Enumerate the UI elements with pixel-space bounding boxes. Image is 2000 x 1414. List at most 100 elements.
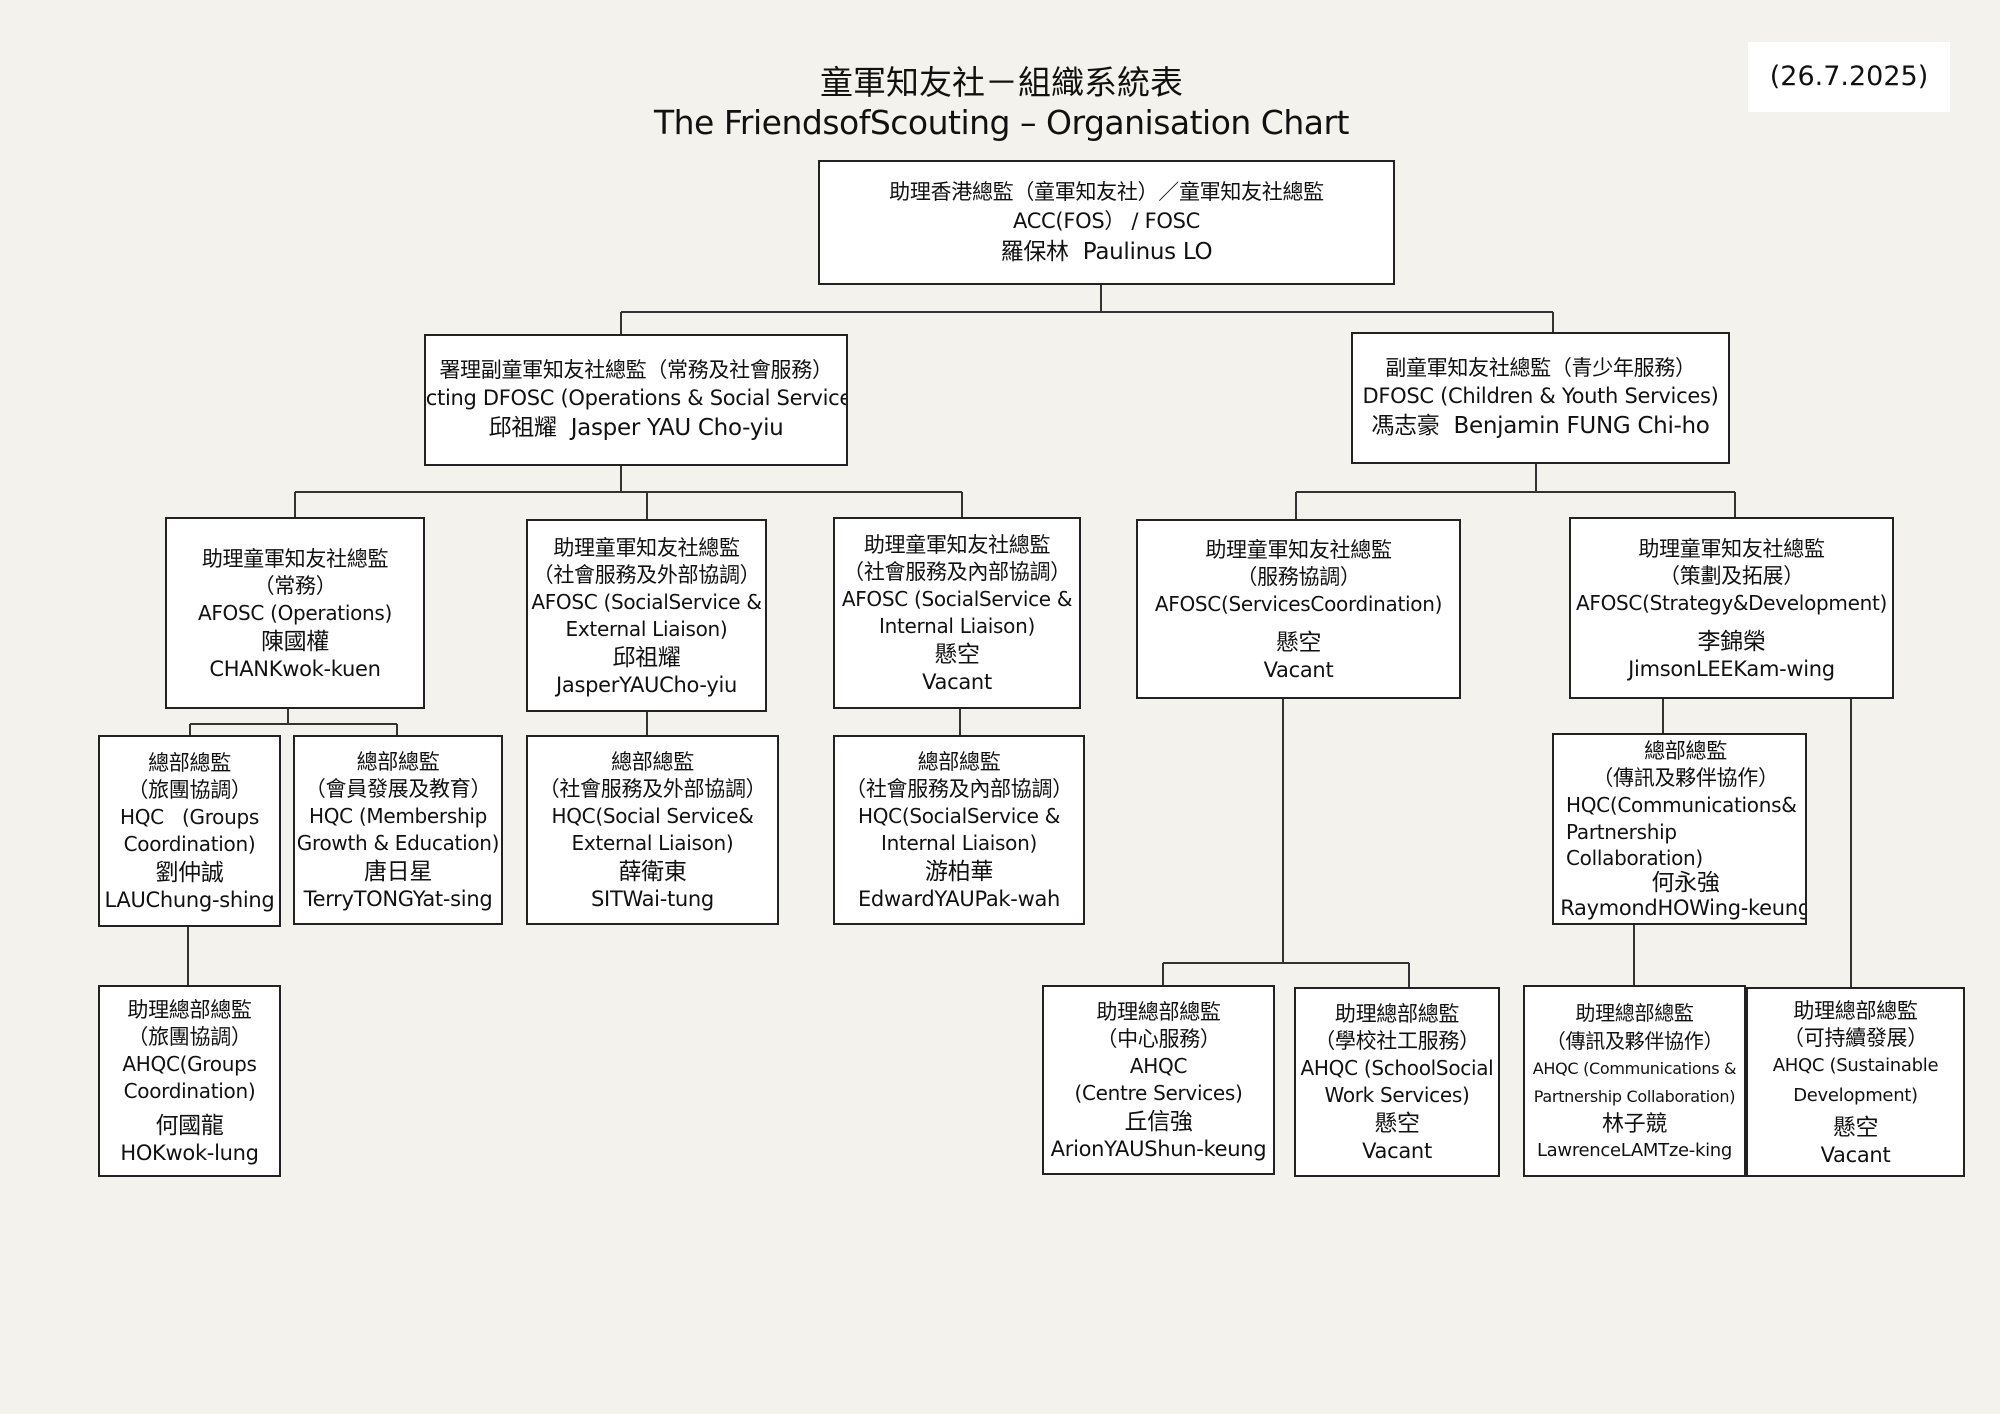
afosc-strategy-name-zh: 李錦榮 xyxy=(1697,628,1766,655)
hqc-groups-title-en2: Coordination) xyxy=(123,832,256,856)
hqc-membership-name-zh: 唐日星 xyxy=(363,859,433,885)
ahqc-groups-coordination-box: 助理總部總監 （旅團協調） AHQC(Groups Coordination) … xyxy=(98,985,281,1177)
ahqc-communications-box: 助理總部總監 （傳訊及夥伴協作） AHQC (Communications & … xyxy=(1523,985,1746,1177)
hqc-groups-coordination-box: 總部總監 （旅團協調） HQC (Groups Coordination) 劉仲… xyxy=(98,735,281,927)
chart-date: (26.7.2025) xyxy=(1748,42,1950,112)
ahqc-communications-name-zh: 林子競 xyxy=(1601,1112,1668,1137)
hqc-communications-box: 總部總監 （傳訊及夥伴協作） HQC(Communications& Partn… xyxy=(1552,733,1807,925)
hqc-external-name-en: SITWai-tung xyxy=(591,887,714,911)
ahqc-school-social-work-box: 助理總部總監 （學校社工服務） AHQC (SchoolSocial Work … xyxy=(1294,987,1500,1177)
hqc-groups-name-en: LAUChung-shing xyxy=(104,888,275,912)
hqc-internal-liaison-box: 總部總監 （社會服務及內部協調） HQC(SocialService & Int… xyxy=(833,735,1085,925)
hqc-communications-title-en3: Collaboration) xyxy=(1566,846,1703,870)
ahqc-communications-title-en: AHQC (Communications & xyxy=(1532,1059,1737,1078)
hqc-groups-name-zh: 劉仲誠 xyxy=(155,860,224,886)
hqc-groups-title-en: HQC (Groups xyxy=(119,805,260,829)
ahqc-sustainable-title-zh2: （可持續發展） xyxy=(1783,1025,1928,1050)
dfosc-operations-name-zh: 邱祖耀 xyxy=(488,415,557,441)
ahqc-sustainable-development-box: 助理總部總監 （可持續發展） AHQC (Sustainable Develop… xyxy=(1746,987,1965,1177)
hqc-internal-name-zh: 游柏華 xyxy=(924,859,994,885)
ahqc-sustainable-name-en: Vacant xyxy=(1820,1142,1891,1167)
hqc-membership-title-zh2: （會員發展及教育） xyxy=(304,777,492,801)
ahqc-school-name-en: Vacant xyxy=(1362,1139,1432,1163)
ahqc-school-title-zh: 助理總部總監 xyxy=(1334,1002,1460,1026)
dfosc-youth-name-en: Benjamin FUNG Chi-ho xyxy=(1453,413,1710,439)
dfosc-operations-box: 署理副童軍知友社總監（常務及社會服務） Acting DFOSC (Operat… xyxy=(424,334,848,466)
hqc-external-title-zh2: （社會服務及外部協調） xyxy=(538,777,767,801)
ahqc-centre-title-zh: 助理總部總監 xyxy=(1096,1000,1221,1024)
fosc-title-en: ACC(FOS） / FOSC xyxy=(1013,208,1200,233)
afosc-external-title-en: AFOSC (SocialService & xyxy=(531,589,762,614)
afosc-services-name-zh: 懸空 xyxy=(1275,629,1322,656)
hqc-internal-name-en: EdwardYAUPak-wah xyxy=(857,887,1061,911)
hqc-external-title-en: HQC(Social Service& xyxy=(551,804,754,828)
dfosc-operations-title-en: Acting DFOSC (Operations & Social Servic… xyxy=(424,386,848,410)
afosc-services-title-zh: 助理童軍知友社總監 xyxy=(1205,537,1392,562)
afosc-internal-title-en: AFOSC (SocialService & xyxy=(841,587,1073,611)
ahqc-sustainable-name-zh: 懸空 xyxy=(1832,1114,1879,1141)
afosc-operations-title-zh2: （常務） xyxy=(253,573,337,598)
ahqc-school-title-en: AHQC (SchoolSocial xyxy=(1300,1056,1494,1080)
dfosc-youth-box: 副童軍知友社總監（青少年服務） DFOSC (Children & Youth … xyxy=(1351,332,1730,464)
hqc-membership-title-en2: Growth & Education) xyxy=(296,831,500,855)
ahqc-groups-title-en: AHQC(Groups xyxy=(122,1052,257,1076)
chart-title-english: The FriendsofScouting – Organisation Cha… xyxy=(653,103,1350,142)
ahqc-groups-title-zh2: （旅團協調） xyxy=(127,1025,252,1049)
afosc-strategy-title-zh2: （策劃及拓展） xyxy=(1659,563,1804,588)
ahqc-communications-title-zh: 助理總部總監 xyxy=(1575,1001,1694,1025)
afosc-services-coordination-box: 助理童軍知友社總監 （服務協調） AFOSC(ServicesCoordinat… xyxy=(1136,519,1461,699)
ahqc-school-title-zh2: （學校社工服務） xyxy=(1314,1029,1480,1053)
afosc-strategy-name-en: JimsonLEEKam-wing xyxy=(1628,656,1835,681)
afosc-external-title-en2: External Liaison) xyxy=(565,616,728,641)
ahqc-centre-title-zh2: （中心服務） xyxy=(1096,1027,1221,1051)
afosc-services-name-en: Vacant xyxy=(1263,657,1334,682)
afosc-services-title-zh2: （服務協調） xyxy=(1236,564,1361,589)
afosc-operations-title-en: AFOSC (Operations) xyxy=(197,600,393,625)
hqc-external-liaison-box: 總部總監 （社會服務及外部協調） HQC(Social Service& Ext… xyxy=(526,735,779,925)
hqc-communications-title-zh2: （傳訊及夥伴協作） xyxy=(1592,766,1779,790)
hqc-internal-title-en: HQC(SocialService & xyxy=(857,804,1060,828)
ahqc-communications-name-en: LawrenceLAMTze-king xyxy=(1536,1140,1733,1161)
ahqc-groups-title-en2: Coordination) xyxy=(123,1079,256,1103)
afosc-operations-title-zh: 助理童軍知友社總監 xyxy=(201,546,389,571)
hqc-membership-name-en: TerryTONGYat-sing xyxy=(303,887,493,911)
afosc-internal-name-zh: 懸空 xyxy=(934,642,980,668)
dfosc-youth-name-zh: 馮志豪 xyxy=(1371,413,1440,439)
fosc-box: 助理香港總監（童軍知友社）／童軍知友社總監 ACC(FOS） / FOSC 羅保… xyxy=(818,160,1395,285)
dfosc-operations-name-en: Jasper YAU Cho-yiu xyxy=(570,415,784,441)
dfosc-operations-title-zh: 署理副童軍知友社總監（常務及社會服務） xyxy=(439,358,833,382)
ahqc-school-title-en2: Work Services) xyxy=(1324,1083,1470,1107)
afosc-internal-liaison-box: 助理童軍知友社總監 （社會服務及內部協調） AFOSC (SocialServi… xyxy=(833,517,1081,709)
afosc-operations-name-zh: 陳國權 xyxy=(260,628,330,655)
afosc-internal-title-zh: 助理童軍知友社總監 xyxy=(863,533,1051,557)
ahqc-sustainable-title-en: AHQC (Sustainable xyxy=(1772,1054,1939,1076)
hqc-internal-title-zh: 總部總監 xyxy=(917,750,1001,774)
hqc-external-title-zh: 總部總監 xyxy=(611,750,694,774)
ahqc-centre-name-en: ArionYAUShun-keung xyxy=(1050,1137,1267,1161)
ahqc-school-name-zh: 懸空 xyxy=(1374,1111,1420,1137)
chart-title-chinese: 童軍知友社－組織系統表 xyxy=(820,63,1183,102)
afosc-strategy-development-box: 助理童軍知友社總監 （策劃及拓展） AFOSC(Strategy&Develop… xyxy=(1569,517,1894,699)
afosc-operations-box: 助理童軍知友社總監 （常務） AFOSC (Operations) 陳國權 CH… xyxy=(165,517,425,709)
afosc-internal-title-zh2: （社會服務及內部協調） xyxy=(843,560,1071,584)
afosc-external-liaison-box: 助理童軍知友社總監 （社會服務及外部協調） AFOSC (SocialServi… xyxy=(526,519,767,712)
afosc-services-title-en: AFOSC(ServicesCoordination) xyxy=(1154,591,1443,616)
ahqc-centre-title-en: AHQC xyxy=(1129,1054,1188,1078)
hqc-communications-title-en2: Partnership xyxy=(1566,820,1677,844)
afosc-strategy-title-en: AFOSC(Strategy&Development) xyxy=(1575,590,1888,615)
hqc-membership-box: 總部總監 （會員發展及教育） HQC (Membership Growth & … xyxy=(293,735,503,925)
afosc-external-title-zh: 助理童軍知友社總監 xyxy=(553,535,740,560)
hqc-communications-name-en: RaymondHOWing-keung xyxy=(1560,896,1807,920)
afosc-operations-name-en: CHANKwok-kuen xyxy=(209,656,381,681)
afosc-strategy-title-zh: 助理童軍知友社總監 xyxy=(1638,536,1825,561)
ahqc-centre-services-box: 助理總部總監 （中心服務） AHQC (Centre Services) 丘信強… xyxy=(1042,985,1275,1175)
ahqc-groups-name-en: HOKwok-lung xyxy=(120,1141,259,1165)
ahqc-sustainable-title-zh: 助理總部總監 xyxy=(1793,998,1918,1023)
hqc-communications-title-en: HQC(Communications& xyxy=(1566,793,1797,817)
hqc-groups-title-zh2: （旅團協調） xyxy=(127,778,252,802)
dfosc-youth-title-zh: 副童軍知友社總監（青少年服務） xyxy=(1385,356,1696,380)
hqc-internal-title-zh2: （社會服務及內部協調） xyxy=(845,777,1073,801)
afosc-external-title-zh2: （社會服務及外部協調） xyxy=(532,562,761,587)
fosc-name-zh: 羅保林 xyxy=(1000,238,1069,265)
